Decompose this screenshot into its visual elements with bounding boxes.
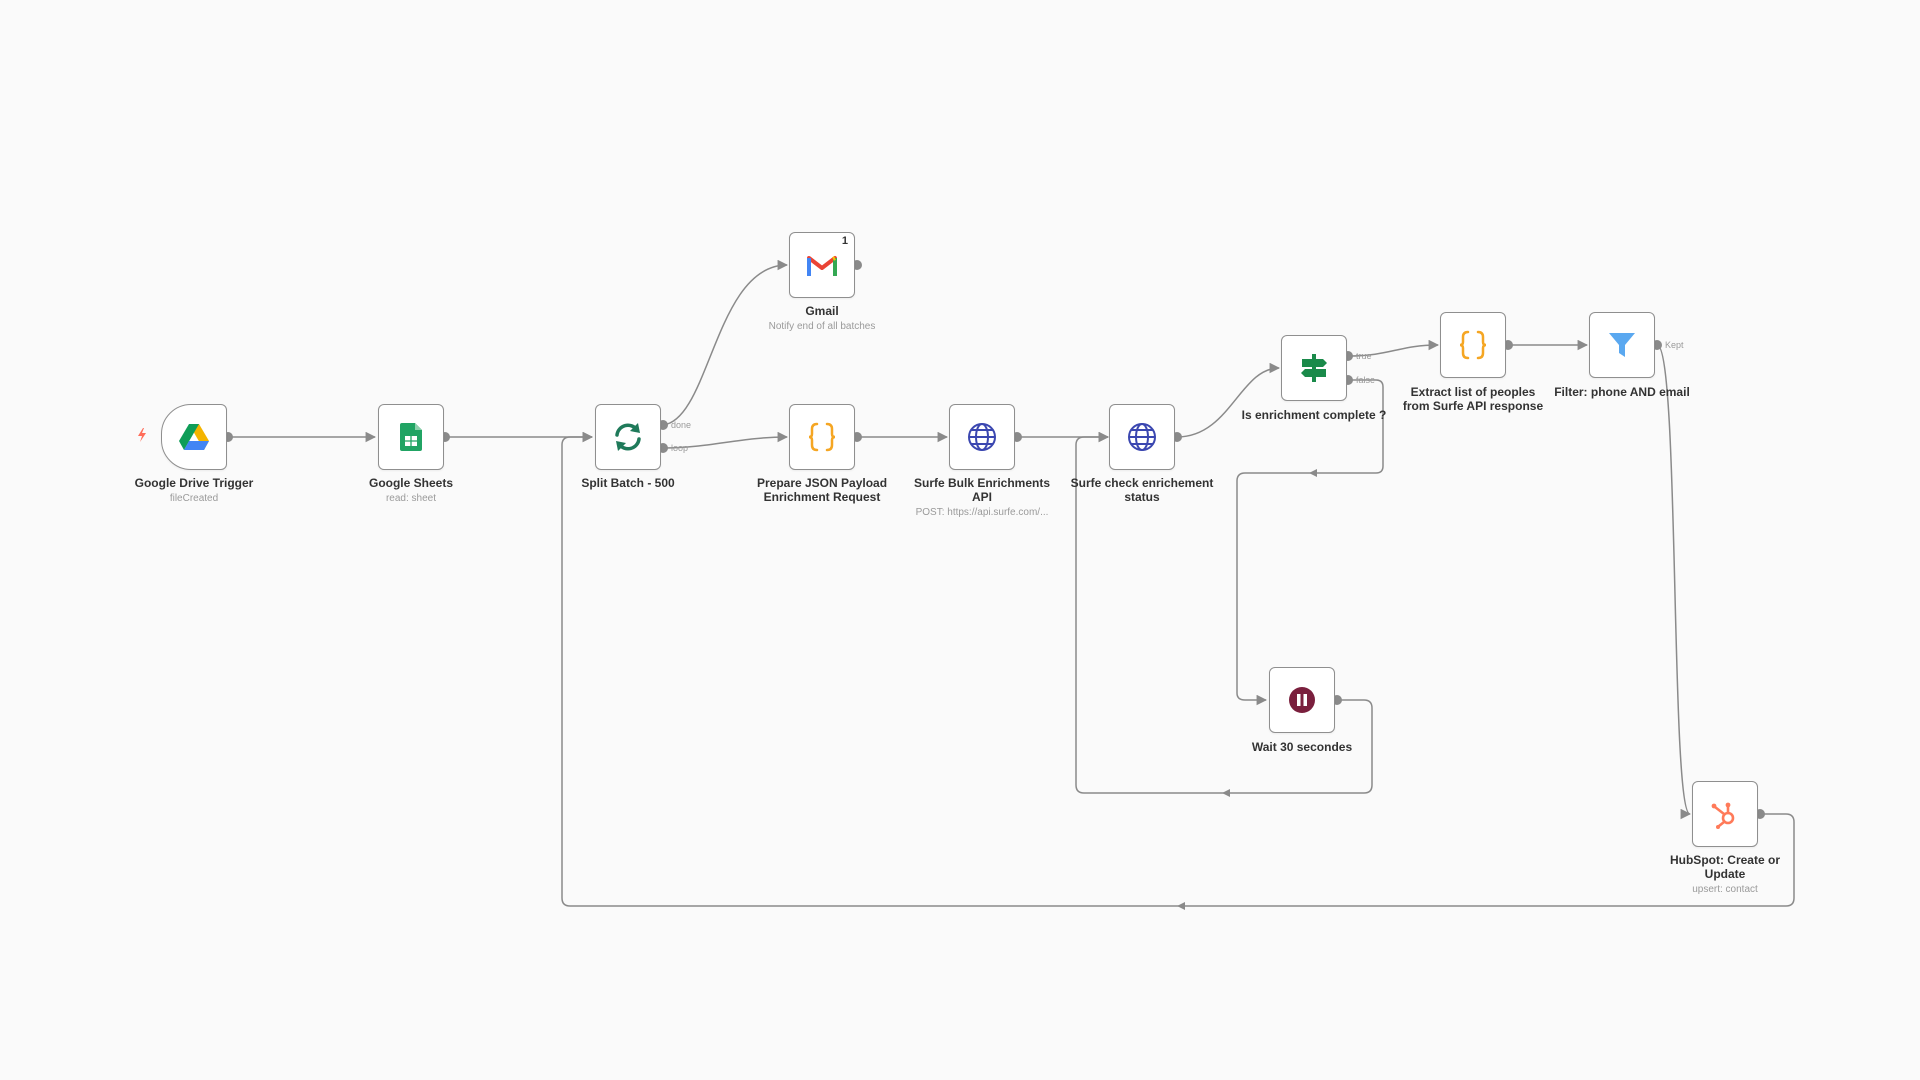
- node-sub-hubspot: upsert: contact: [1692, 884, 1758, 895]
- edge-arrow-false-return: [1309, 469, 1317, 477]
- code-braces-icon: [808, 422, 836, 452]
- port-label-loop: loop: [671, 443, 689, 453]
- edge-check-to-if: [1176, 362, 1281, 438]
- node-label-bulk-1: Surfe Bulk Enrichments: [913, 476, 1051, 490]
- port-label-done: done: [671, 420, 692, 430]
- signpost-icon: [1301, 354, 1327, 382]
- node-sub-drive: fileCreated: [169, 493, 219, 504]
- edge-if-false-to-wait: [1236, 379, 1384, 706]
- node-split-batch[interactable]: [595, 404, 661, 470]
- node-is-complete[interactable]: [1281, 335, 1347, 401]
- node-label-drive: Google Drive Trigger: [134, 476, 254, 490]
- node-sub-sheets: read: sheet: [385, 493, 437, 504]
- edge-arrow-hubspot-return: [1177, 902, 1185, 910]
- google-drive-icon: [179, 424, 209, 450]
- node-gmail[interactable]: 1: [789, 232, 855, 298]
- port-label-kept: Kept: [1665, 340, 1684, 350]
- node-prepare-json[interactable]: [789, 404, 855, 470]
- code-braces-icon: [1459, 330, 1487, 360]
- node-surfe-bulk[interactable]: [949, 404, 1015, 470]
- node-google-sheets[interactable]: [378, 404, 444, 470]
- node-label-split: Split Batch - 500: [581, 476, 675, 490]
- node-label-gmail: Gmail: [805, 304, 839, 318]
- execution-count-badge: 1: [841, 235, 848, 247]
- port-label-false: false: [1356, 375, 1376, 385]
- node-google-drive-trigger[interactable]: [161, 404, 227, 470]
- lightning-bolt-icon: [138, 428, 146, 442]
- node-extract[interactable]: [1440, 312, 1506, 378]
- edge-hubspot-to-split: [561, 431, 1795, 907]
- globe-icon: [968, 423, 996, 451]
- node-label-is-complete: Is enrichment complete ?: [1241, 408, 1387, 422]
- node-label-filter: Filter: phone AND email: [1554, 385, 1690, 399]
- globe-icon: [1128, 423, 1156, 451]
- hubspot-icon: [1711, 802, 1735, 829]
- node-label-wait: Wait 30 secondes: [1251, 740, 1353, 754]
- node-wait[interactable]: [1269, 667, 1335, 733]
- port-label-true: true: [1356, 351, 1372, 361]
- node-sub-gmail: Notify end of all batches: [768, 321, 876, 332]
- google-sheets-icon: [400, 423, 422, 451]
- node-label-bulk-2: API: [971, 490, 992, 504]
- node-surfe-check[interactable]: [1109, 404, 1175, 470]
- pause-icon: [1289, 687, 1315, 713]
- edge-filter-to-hubspot: [1656, 344, 1692, 820]
- node-label-check-2: status: [1124, 490, 1160, 504]
- node-filter[interactable]: [1589, 312, 1655, 378]
- node-label-prepare-1: Prepare JSON Payload: [756, 476, 888, 490]
- node-label-prepare-2: Enrichment Request: [763, 490, 881, 504]
- filter-icon: [1609, 333, 1635, 357]
- node-label-hubspot-1: HubSpot: Create or: [1669, 853, 1780, 867]
- node-label-check-1: Surfe check enrichement: [1070, 476, 1214, 490]
- node-label-extract-1: Extract list of peoples: [1410, 385, 1536, 399]
- gmail-icon: [807, 256, 837, 276]
- edge-arrow-wait-return: [1222, 789, 1230, 797]
- node-sub-bulk: POST: https://api.surfe.com/...: [915, 507, 1049, 518]
- node-label-sheets: Google Sheets: [368, 476, 454, 490]
- node-label-extract-2: from Surfe API response: [1402, 399, 1544, 413]
- loop-arrows-icon: [615, 423, 641, 451]
- node-label-hubspot-2: Update: [1704, 867, 1746, 881]
- node-hubspot[interactable]: [1692, 781, 1758, 847]
- edge-split-done-to-gmail: [662, 259, 789, 426]
